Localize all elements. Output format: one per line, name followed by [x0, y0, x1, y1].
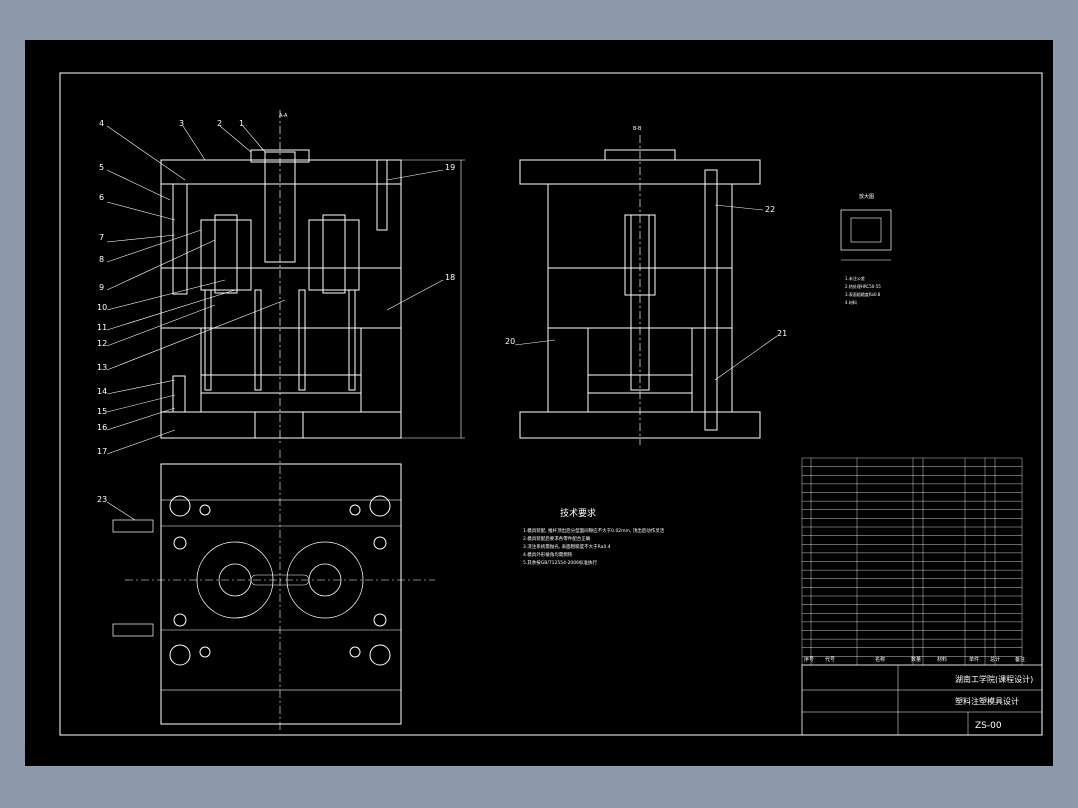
- svg-text:序号: 序号: [804, 656, 814, 663]
- svg-text:15: 15: [97, 407, 107, 416]
- core-right: [322, 214, 346, 294]
- tech-req-title: 技术要求: [560, 507, 596, 519]
- technical-requirements: 技术要求 1.模具装配, 推杆顶出后分型面间隙应不大于0.02mm, 顶出后动作…: [523, 507, 665, 566]
- svg-text:13: 13: [97, 363, 107, 372]
- main-section-view: A-A: [160, 110, 465, 445]
- svg-text:4.模具外形棱角均需倒钝: 4.模具外形棱角均需倒钝: [523, 551, 573, 558]
- svg-text:2.热处理HRC50-55: 2.热处理HRC50-55: [845, 283, 881, 289]
- svg-text:1: 1: [239, 119, 244, 128]
- svg-text:16: 16: [97, 423, 107, 432]
- title-block: 湖南工学院(课程设计) 塑料注塑模具设计 ZS-00: [801, 664, 1043, 736]
- side-view-label: B-B: [633, 126, 642, 132]
- ejector-hole: [254, 411, 304, 439]
- svg-text:14: 14: [97, 387, 107, 396]
- svg-text:名称: 名称: [875, 656, 885, 663]
- svg-text:10: 10: [97, 303, 107, 312]
- cavity-right: [308, 219, 360, 291]
- part-numbers-side: 22 20 21: [505, 205, 787, 346]
- part-number-plan: 23: [97, 495, 107, 504]
- svg-text:22: 22: [765, 205, 775, 214]
- svg-text:19: 19: [445, 163, 455, 172]
- screw-bottom: [172, 375, 186, 413]
- side-guide-pin: [704, 169, 718, 431]
- school-name: 湖南工学院(课程设计): [955, 674, 1033, 684]
- part-numbers-right-main: 19 18: [386, 163, 455, 311]
- svg-text:5.其余按GB/T12554-2006标准执行: 5.其余按GB/T12554-2006标准执行: [523, 559, 598, 566]
- detail-label: 放大图: [859, 193, 874, 200]
- svg-text:5: 5: [99, 163, 104, 172]
- svg-text:总计: 总计: [990, 656, 1000, 663]
- svg-text:6: 6: [99, 193, 104, 202]
- svg-text:3.浇注系统需抛光, 表面粗糙度不大于Ra0.4: 3.浇注系统需抛光, 表面粗糙度不大于Ra0.4: [523, 543, 611, 550]
- core-left: [214, 214, 238, 294]
- part-numbers-left: 4 5 6 7 8 9 10 11 12 13 14 15 16 17: [97, 119, 107, 456]
- drawing-sheet: A-A: [25, 40, 1053, 766]
- svg-text:11: 11: [97, 323, 107, 332]
- svg-text:3: 3: [179, 119, 184, 128]
- part-numbers-top: 3 2 1: [179, 119, 266, 161]
- svg-text:7: 7: [99, 233, 104, 242]
- cad-drawing: A-A: [59, 72, 1043, 736]
- svg-text:8: 8: [99, 255, 104, 264]
- svg-text:1.模具装配, 推杆顶出后分型面间隙应不大于0.02mm,: 1.模具装配, 推杆顶出后分型面间隙应不大于0.02mm, 顶出后动作灵活: [523, 527, 665, 534]
- water-nozzle-bottom: [112, 623, 154, 637]
- detail-view: 放大图 1.未注公差 2.热处理HRC50-55 3.表面粗糙度Ra0.8 4.…: [840, 193, 892, 305]
- svg-text:21: 21: [777, 329, 787, 338]
- drawing-title: 塑料注塑模具设计: [955, 696, 1019, 706]
- svg-text:18: 18: [445, 273, 455, 282]
- svg-text:备注: 备注: [1015, 656, 1025, 663]
- return-pin: [376, 159, 388, 231]
- cavity-plate: [160, 183, 402, 269]
- drawing-number: ZS-00: [975, 721, 1002, 731]
- side-section-view: B-B: [514, 126, 778, 445]
- bom-table: [801, 457, 1023, 666]
- svg-text:17: 17: [97, 447, 107, 456]
- svg-text:2.模具装配后要求各零件配合正确: 2.模具装配后要求各零件配合正确: [523, 535, 591, 542]
- support-block-right: [360, 327, 402, 413]
- svg-text:12: 12: [97, 339, 107, 348]
- water-nozzle-top: [112, 519, 154, 533]
- svg-text:单件: 单件: [969, 656, 979, 663]
- leaders-left: [106, 125, 286, 455]
- svg-text:3.表面粗糙度Ra0.8: 3.表面粗糙度Ra0.8: [845, 291, 881, 297]
- ejector-plate: [200, 392, 362, 413]
- guide-pillar: [172, 183, 188, 295]
- svg-text:2: 2: [217, 119, 222, 128]
- cavity-left: [200, 219, 252, 291]
- bom-header: 序号 代号 名称 数量 材料 单件 总计 备注: [804, 656, 1025, 663]
- bottom-clamp-plate: [160, 411, 402, 439]
- ejector-retainer-plate: [200, 374, 362, 394]
- top-clamp-plate: [160, 159, 402, 185]
- svg-text:4.材料: 4.材料: [845, 299, 857, 305]
- svg-text:材料: 材料: [937, 656, 947, 663]
- svg-text:1.未注公差: 1.未注公差: [845, 275, 865, 281]
- drawing-frame: [59, 72, 1043, 736]
- svg-text:9: 9: [99, 283, 104, 292]
- svg-text:4: 4: [99, 119, 104, 128]
- svg-text:20: 20: [505, 337, 515, 346]
- svg-text:代号: 代号: [825, 656, 835, 663]
- core-plate: [160, 267, 402, 329]
- plan-view: 23: [97, 450, 435, 730]
- svg-text:数量: 数量: [911, 656, 921, 663]
- main-view-label: A-A: [279, 113, 288, 119]
